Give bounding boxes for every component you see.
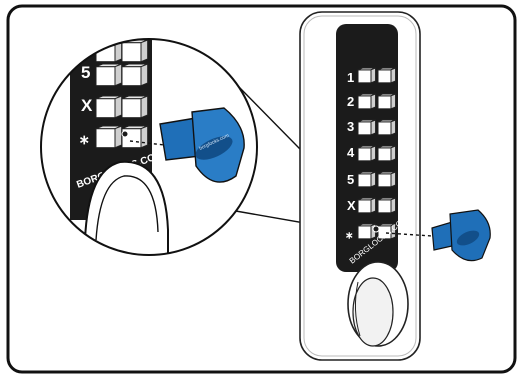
keypad-button-left-3 (358, 120, 376, 135)
keypad-button-left-7 (358, 224, 376, 239)
zoom-label-x: X (81, 96, 93, 115)
zoom-button-right-1 (122, 40, 148, 62)
keypad-button-left-2 (358, 94, 376, 109)
key-slot (373, 226, 379, 232)
keypad-label-3: 3 (347, 119, 354, 134)
keypad-button-right-5 (378, 172, 396, 187)
zoom-label-star: ⁎ (79, 128, 89, 147)
keypad-button-right-3 (378, 120, 396, 135)
keypad-button-right-2 (378, 94, 396, 109)
zoom-label-5: 5 (81, 63, 90, 82)
zoom-button-left-2 (96, 64, 122, 86)
zoom-button-left-3 (96, 96, 122, 118)
keypad-button-right-4 (378, 146, 396, 161)
zoom-button-right-2 (122, 64, 148, 86)
zoom-button-left-4 (96, 126, 122, 148)
lock-knob (348, 262, 408, 346)
keypad-button-left-5 (358, 172, 376, 187)
keypad-button-left-6 (358, 198, 376, 213)
keypad-label-5: 5 (347, 172, 354, 187)
keypad-label-star: ⁎ (346, 226, 353, 241)
keypad-button-left-4 (358, 146, 376, 161)
keypad-button-right-6 (378, 198, 396, 213)
keypad-label-4: 4 (347, 145, 355, 160)
keypad-button-left-1 (358, 68, 376, 83)
keypad-label-2: 2 (347, 94, 354, 109)
zoom-button-right-3 (122, 96, 148, 118)
keypad-label-1: 1 (347, 70, 354, 85)
keypad-label-x: X (347, 198, 356, 213)
keypad-button-right-1 (378, 68, 396, 83)
